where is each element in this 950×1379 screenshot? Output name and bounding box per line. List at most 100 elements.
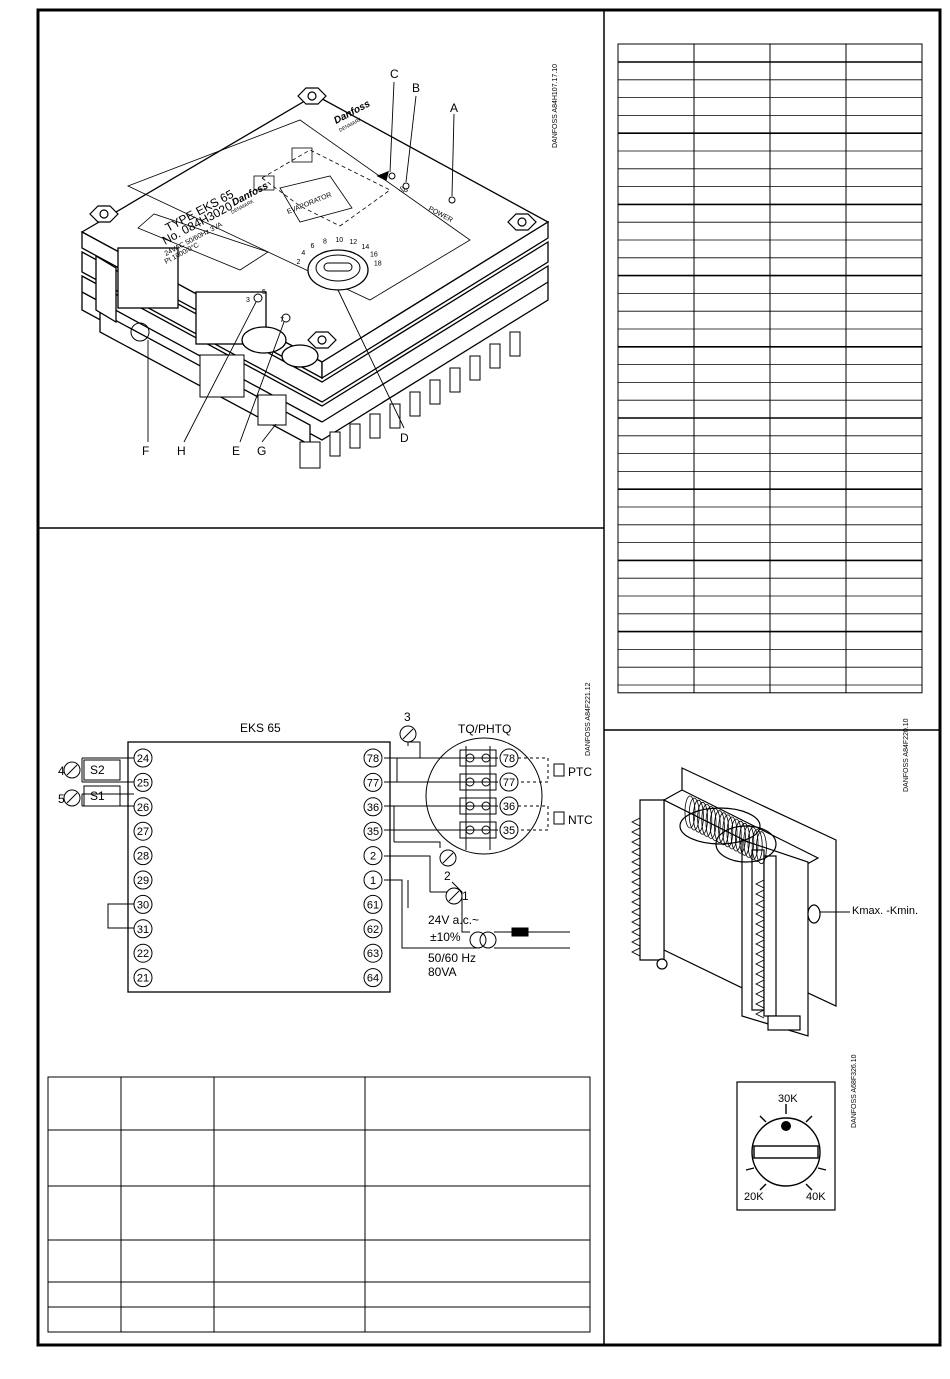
callout-letters: A B C D E F G H — [142, 67, 458, 458]
terminal-number: 22 — [137, 948, 149, 960]
right-terminal-61: 61 — [363, 894, 383, 914]
left-terminal-27: 27 — [133, 821, 153, 841]
unit-drawing-code: DANFOSS A84H107.17.10 — [552, 64, 559, 148]
terminal-number: 24 — [137, 753, 149, 765]
coil-turn — [735, 820, 746, 854]
fin-tooth — [755, 999, 765, 1009]
left-terminal-21: 21 — [133, 968, 153, 988]
dial-label-30k: 30K — [778, 1093, 798, 1105]
right-terminal-64: 64 — [363, 968, 383, 988]
coil-turn — [739, 822, 750, 856]
terminal-number: 1 — [370, 875, 376, 887]
pot-label: 7 — [280, 317, 284, 324]
dial-label-20k: 20K — [744, 1191, 764, 1203]
callout-g: G — [257, 444, 266, 458]
right-terminal-2: 2 — [363, 846, 383, 866]
terminal-number: 31 — [137, 924, 149, 936]
fin-tooth — [631, 887, 641, 897]
terminal-number: 35 — [367, 826, 379, 838]
left-terminal-29: 29 — [133, 870, 153, 890]
right-terminal-36: 36 — [363, 797, 383, 817]
callout-f: F — [142, 444, 149, 458]
dial-indicator-dot — [781, 1121, 791, 1131]
heater-fins — [631, 817, 765, 1019]
pot-labels: 3 5 7 — [246, 289, 284, 324]
sensor-s1-label: S1 — [90, 789, 105, 803]
dial-scale-label: 4 — [301, 250, 305, 257]
coil-turn — [697, 801, 708, 835]
sensor-labels: S2 S1 — [90, 763, 105, 803]
fin-tooth — [631, 857, 641, 867]
valve-terminal-number: 77 — [503, 777, 515, 789]
left-terminal-22: 22 — [133, 943, 153, 963]
heater-coil — [684, 795, 767, 865]
coil-turn — [718, 812, 729, 846]
coil-turn — [747, 827, 759, 860]
terminal-number: 63 — [367, 948, 379, 960]
terminal-number: 62 — [367, 924, 379, 936]
coil-turn — [684, 795, 696, 829]
coil-turn — [722, 814, 734, 848]
dial-drawing-code: DANFOSS A68F326.10 — [851, 1054, 858, 1128]
fin-tooth — [631, 947, 641, 957]
controller-unit-drawing — [80, 81, 550, 469]
meter-label: 5 — [58, 792, 65, 806]
dial-scale-label: 12 — [349, 239, 357, 246]
fin-tooth — [631, 907, 641, 917]
fin-tooth — [631, 937, 641, 947]
ntc-label: NTC — [568, 813, 593, 827]
dial-scale-label: 14 — [362, 244, 370, 251]
terminal-number: 21 — [137, 973, 149, 985]
supply-power: 80VA — [428, 965, 456, 979]
ptc-label: PTC — [568, 765, 592, 779]
left-terminal-24: 24 — [133, 748, 153, 768]
coil-turn — [726, 816, 738, 850]
dial-frame — [736, 1081, 836, 1211]
terminal-number: 2 — [370, 851, 376, 863]
supply-frequency: 50/60 Hz — [428, 951, 476, 965]
fin-tooth — [631, 847, 641, 857]
meters — [63, 725, 463, 905]
meter-label: 2 — [444, 869, 451, 883]
valve-terminal-number: 36 — [503, 801, 515, 813]
callout-a: A — [450, 101, 458, 115]
terminal-number: 29 — [137, 875, 149, 887]
meter-label: 3 — [404, 710, 411, 724]
sensor-s2-label: S2 — [90, 763, 105, 777]
terminal-number: 64 — [367, 973, 379, 985]
dial-label-40k: 40K — [806, 1191, 826, 1203]
supply-tolerance: ±10% — [430, 930, 461, 944]
fin-tooth — [755, 879, 765, 889]
fin-tooth — [631, 867, 641, 877]
dial-scale-label: 18 — [374, 261, 382, 268]
fin-tooth — [755, 899, 765, 909]
left-terminal-31: 31 — [133, 919, 153, 939]
coil-turn — [751, 829, 763, 862]
fin-tooth — [755, 989, 765, 999]
fin-tooth — [631, 837, 641, 847]
dial-labels: 30K 20K 40K — [744, 1093, 826, 1203]
left-terminal-26: 26 — [133, 797, 153, 817]
dial-drawing — [745, 1104, 827, 1191]
terminal-number: 28 — [137, 851, 149, 863]
coil-turn — [701, 804, 713, 837]
fin-tooth — [631, 917, 641, 927]
dial-scale-label: 16 — [370, 252, 378, 259]
callout-h: H — [177, 444, 186, 458]
valve-terminal-number: 35 — [503, 825, 515, 837]
lid-sp-text: SP — [397, 186, 409, 197]
right-terminal-35: 35 — [363, 821, 383, 841]
heater-drawing-code: DANFOSS A84F220.10 — [903, 718, 910, 792]
fin-tooth — [755, 979, 765, 989]
right-terminal-78: 78 — [363, 748, 383, 768]
coil-turn — [730, 818, 742, 852]
left-terminal-30: 30 — [133, 894, 153, 914]
fin-tooth — [631, 877, 641, 887]
fin-tooth — [631, 827, 641, 837]
fin-tooth — [755, 949, 765, 959]
valve-terminal-35: 35 — [499, 820, 519, 840]
meter-labels: 4 5 3 2 1 — [58, 710, 469, 903]
right-terminal-77: 77 — [363, 772, 383, 792]
